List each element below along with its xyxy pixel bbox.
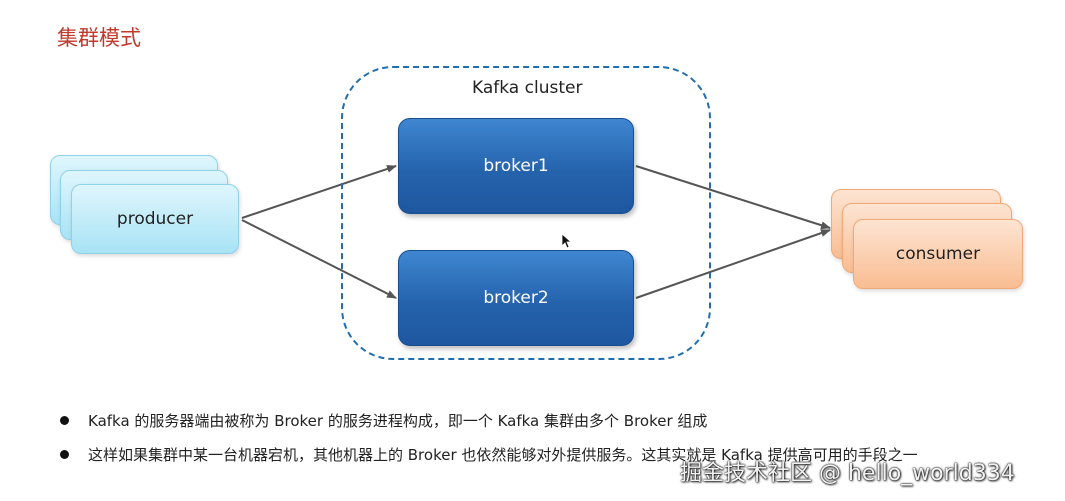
arrow-producer-broker1 (241, 165, 397, 219)
kafka-cluster-boundary (341, 66, 711, 360)
consumer-node: consumer (853, 219, 1023, 289)
slide-title: 集群模式 (57, 26, 141, 50)
bullet-list: Kafka 的服务器端由被称为 Broker 的服务进程构成，即一个 Kafka… (60, 408, 918, 476)
cluster-label: Kafka cluster (472, 78, 583, 98)
bullet-dot-icon (60, 450, 69, 459)
arrow-broker2-consumer (635, 229, 831, 299)
watermark: 掘金技术社区 @ hello_world334 (680, 461, 1015, 486)
broker-node-1: broker1 (398, 118, 634, 214)
bullet-dot-icon (60, 416, 69, 425)
bullet-text: Kafka 的服务器端由被称为 Broker 的服务进程构成，即一个 Kafka… (88, 412, 708, 430)
bullet-item: 这样如果集群中某一台机器宕机，其他机器上的 Broker 也依然能够对外提供服务… (60, 442, 918, 476)
bullet-text: 这样如果集群中某一台机器宕机，其他机器上的 Broker 也依然能够对外提供服务… (88, 446, 918, 464)
bullet-item: Kafka 的服务器端由被称为 Broker 的服务进程构成，即一个 Kafka… (60, 408, 918, 442)
arrow-producer-broker2 (241, 219, 397, 299)
mouse-pointer-icon (561, 233, 573, 249)
broker-node-2: broker2 (398, 250, 634, 346)
arrow-broker1-consumer (635, 165, 831, 230)
producer-node: producer (71, 184, 239, 254)
